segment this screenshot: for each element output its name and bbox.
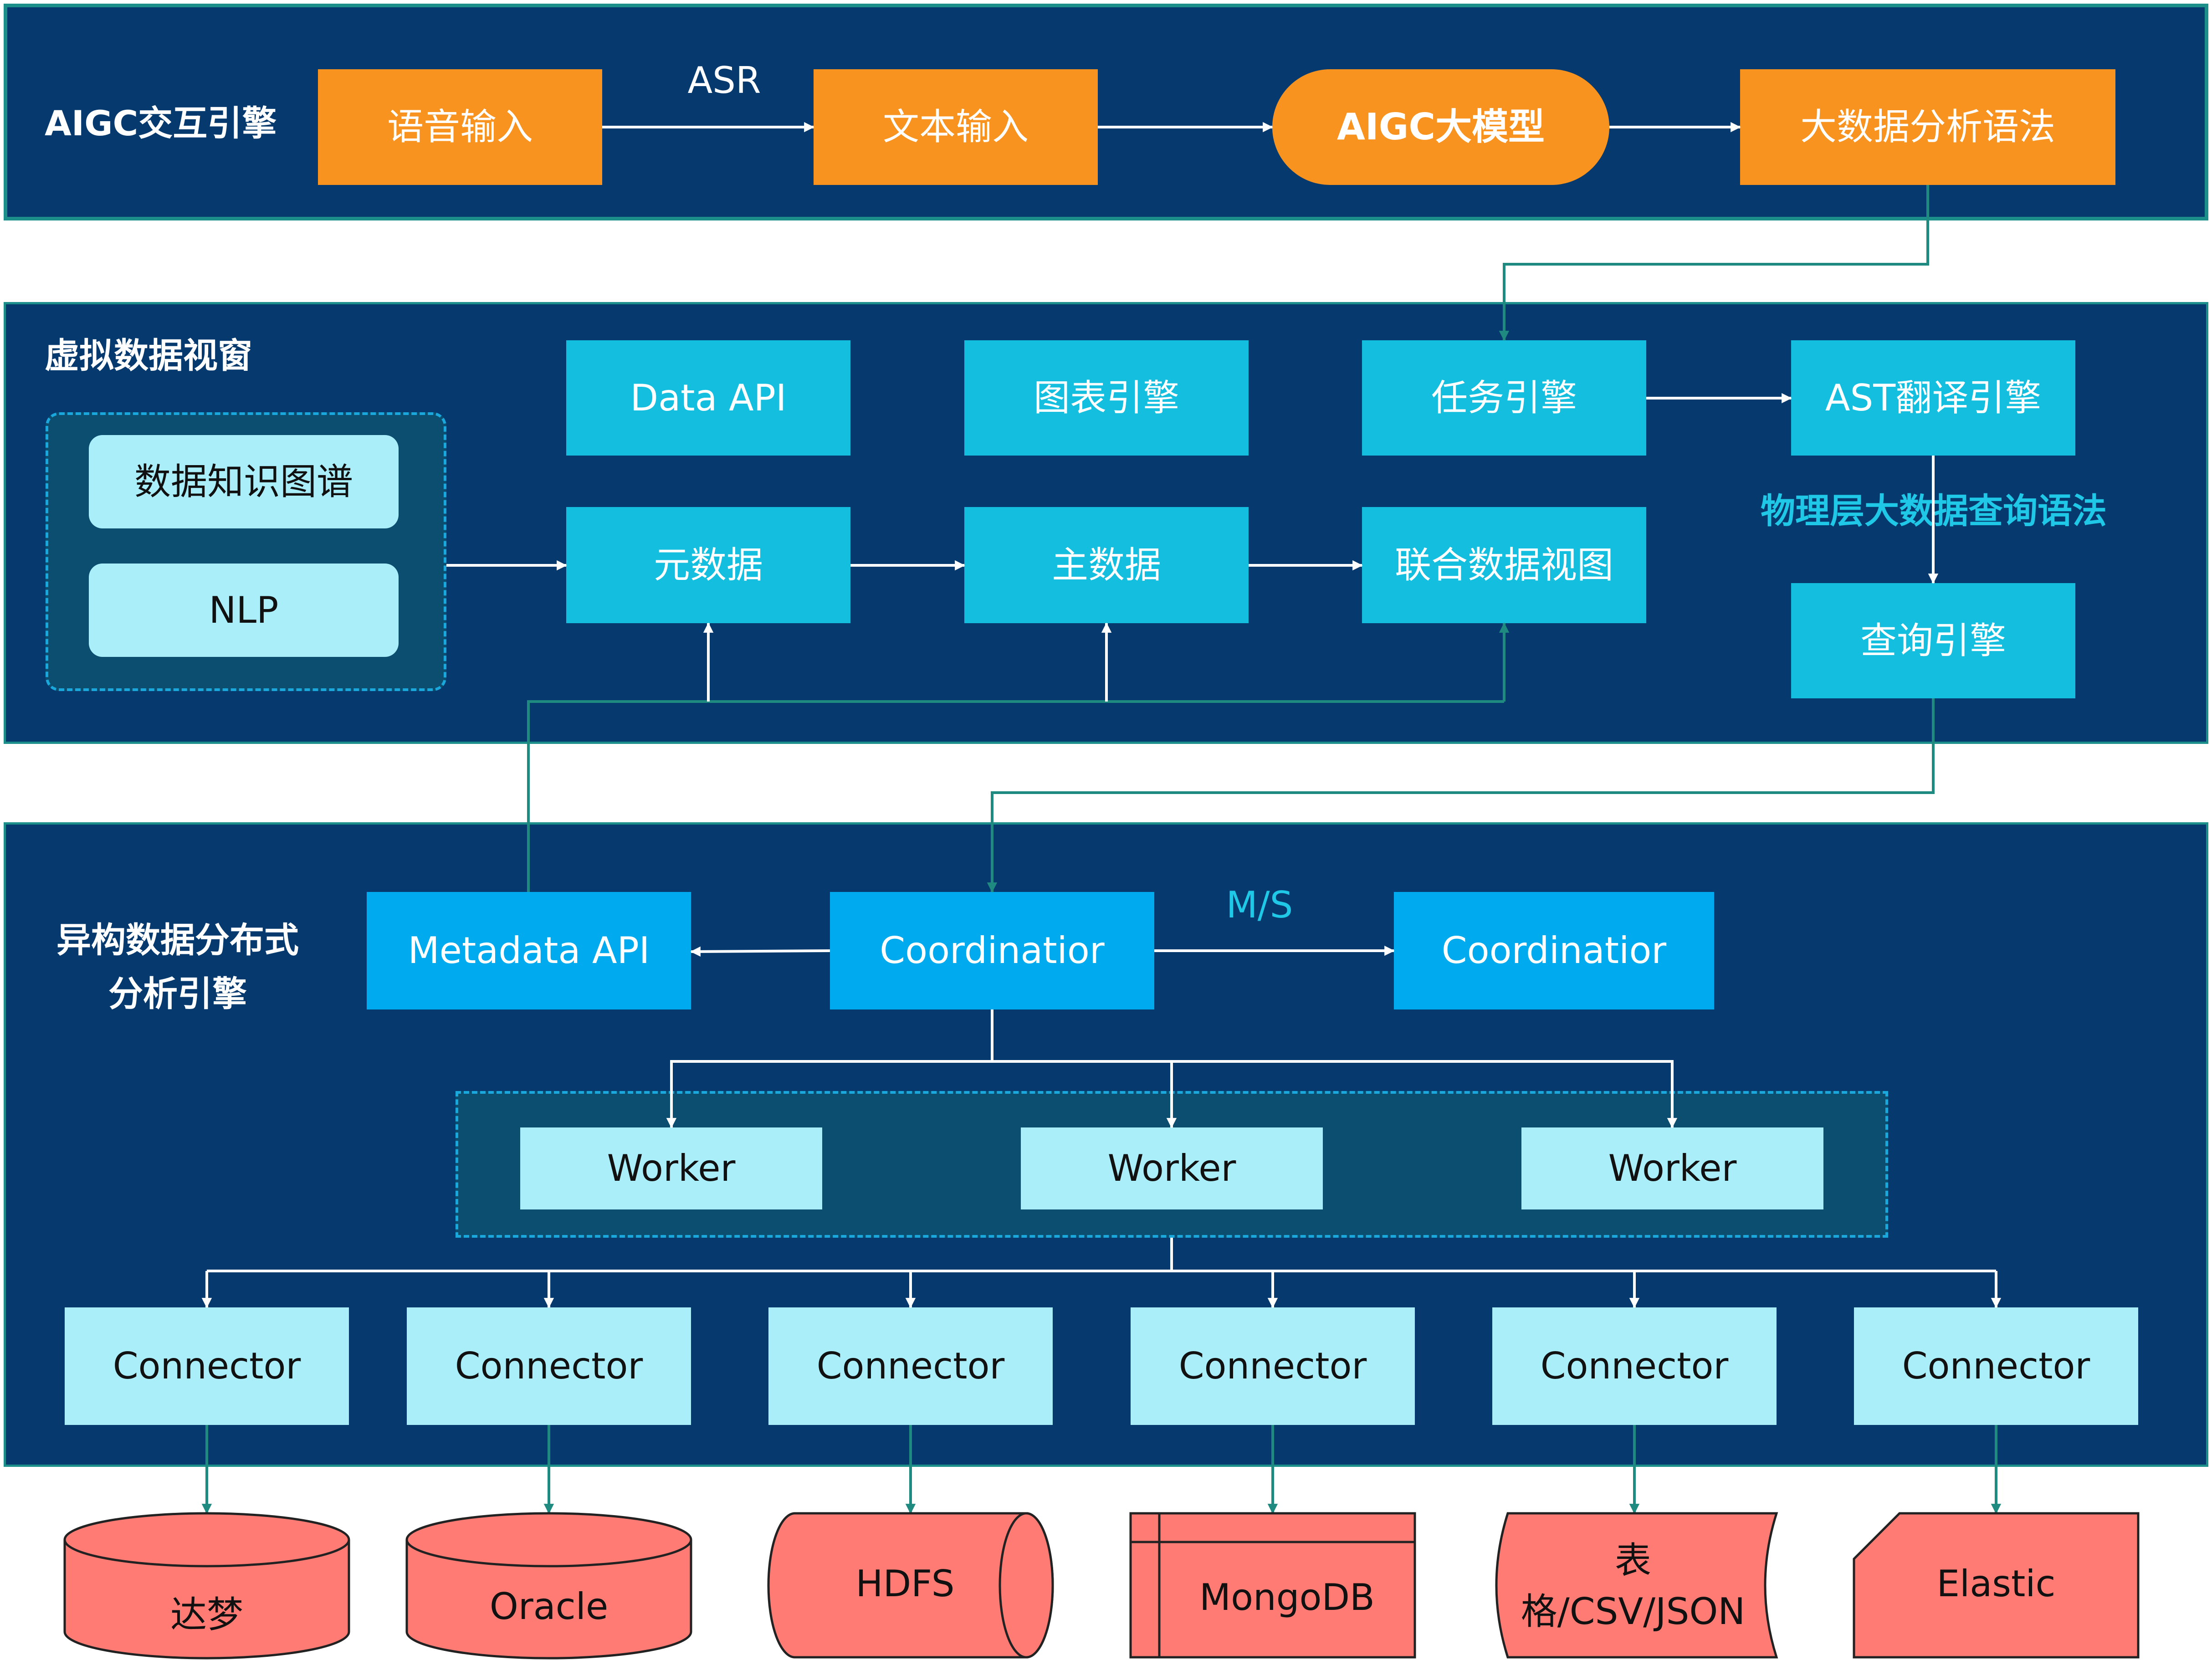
connector-box-1: Connector xyxy=(65,1307,349,1425)
bigdata-syntax-box: 大数据分析语法 xyxy=(1740,69,2115,185)
worker-box-3: Worker xyxy=(1521,1127,1823,1209)
virtual-layer-title: 虚拟数据视窗 xyxy=(45,335,252,376)
connector-box-6: Connector xyxy=(1854,1307,2138,1425)
chart-engine-box: 图表引擎 xyxy=(964,340,1249,456)
ast-engine-box: AST翻译引擎 xyxy=(1791,340,2075,456)
task-engine-box: 任务引擎 xyxy=(1362,340,1646,456)
source-label-hdfs: HDFS xyxy=(855,1563,955,1605)
connector-box-2: Connector xyxy=(407,1307,691,1425)
master-data-box: 主数据 xyxy=(964,507,1249,623)
asr-label: ASR xyxy=(687,59,761,102)
metadata-api-box: Metadata API xyxy=(367,892,691,1009)
worker-box-1: Worker xyxy=(520,1127,822,1209)
federated-view-box: 联合数据视图 xyxy=(1362,507,1646,623)
data-api-box: Data API xyxy=(566,340,850,456)
metadata-box: 元数据 xyxy=(566,507,850,623)
engine-layer-title-line2: 分析引擎 xyxy=(108,973,247,1014)
query-engine-box: 查询引擎 xyxy=(1791,583,2075,698)
source-label-mongodb: MongoDB xyxy=(1199,1576,1375,1619)
aigc-layer-title: AIGC交互引擎 xyxy=(45,103,277,143)
source-label-csv-json: 表格/CSV/JSON xyxy=(1521,1539,1746,1633)
physical-syntax-label: 物理层大数据查询语法 xyxy=(1761,491,2107,531)
aigc-model-box: AIGC大模型 xyxy=(1272,69,1609,185)
source-label-elastic: Elastic xyxy=(1936,1563,2056,1605)
knowledge-graph-box: 数据知识图谱 xyxy=(89,435,399,528)
ms-label: M/S xyxy=(1226,884,1293,926)
engine-layer-title-line1: 异构数据分布式 xyxy=(56,920,299,960)
text-input-box: 文本输入 xyxy=(814,69,1098,185)
coordinator-main-box: Coordinatior xyxy=(830,892,1154,1009)
connector-box-5: Connector xyxy=(1492,1307,1777,1425)
engine-layer-title: 异构数据分布式 分析引擎 xyxy=(41,913,314,1021)
coordinator-standby-box: Coordinatior xyxy=(1394,892,1714,1009)
worker-box-2: Worker xyxy=(1021,1127,1323,1209)
source-label-oracle: Oracle xyxy=(489,1585,609,1628)
nlp-box: NLP xyxy=(89,564,399,657)
voice-input-box: 语音输入 xyxy=(318,69,602,185)
source-label-dameng: 达梦 xyxy=(170,1593,243,1636)
connector-box-3: Connector xyxy=(768,1307,1053,1425)
connector-box-4: Connector xyxy=(1131,1307,1415,1425)
